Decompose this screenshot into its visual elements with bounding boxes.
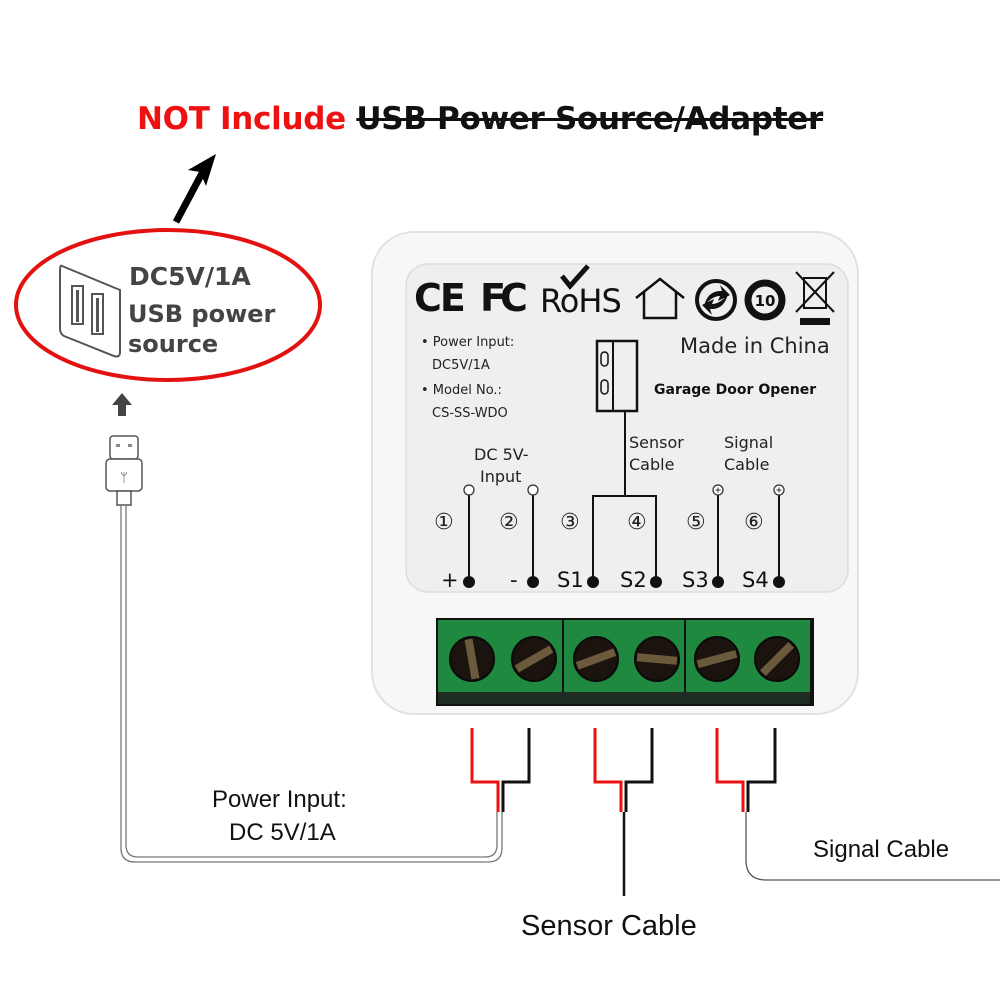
house-icon: [635, 277, 685, 320]
usb-source-spec: DC5V/1A: [129, 262, 251, 291]
recycle-icon: [695, 279, 737, 321]
terminal-3-index: ③: [560, 510, 580, 535]
terminal-2-label: -: [510, 568, 518, 592]
spec-model-label: • Model No.:: [421, 383, 502, 398]
dc-input-label-2: Input: [480, 467, 522, 486]
terminal-screw-icon[interactable]: [754, 636, 800, 682]
arrow-up-right-icon: [172, 154, 216, 224]
door-sensor-icon: [592, 339, 657, 580]
sensor-cable-panel-label-2: Cable: [629, 455, 675, 474]
terminal-6-index: ⑥: [744, 510, 764, 535]
signal-cable-panel-label-1: Signal: [724, 433, 774, 452]
power-input-callout-2: DC 5V/1A: [229, 819, 336, 846]
fcc-mark-icon: FC: [480, 276, 528, 320]
ten-year-eco-icon: 10: [744, 279, 786, 321]
dc-input-label-1: DC 5V-: [474, 445, 529, 464]
spec-model-value: CS-SS-WDO: [432, 406, 508, 421]
terminal-3-label: S1: [557, 568, 584, 592]
svg-text:ᛘ: ᛘ: [120, 471, 128, 486]
power-input-callout-1: Power Input:: [212, 786, 347, 813]
headline-struck-text: USB Power Source/Adapter: [356, 101, 823, 137]
arrow-up-icon: [112, 393, 132, 416]
terminal-4-label: S2: [620, 568, 647, 592]
usb-source-line2: source: [128, 330, 219, 358]
rohs-check-icon: [560, 264, 590, 290]
usb-source-line1: USB power: [128, 300, 276, 328]
terminal-2-index: ②: [499, 510, 519, 535]
signal-cable-panel-label-2: Cable: [724, 455, 770, 474]
device-housing: [371, 231, 859, 715]
terminal-screw-icon[interactable]: [449, 636, 495, 682]
sensor-cable-callout: Sensor Cable: [521, 910, 697, 942]
headline: NOT Include USB Power Source/Adapter: [137, 101, 823, 137]
made-in-label: Made in China: [680, 334, 830, 358]
headline-emphasis: NOT Include: [137, 101, 346, 137]
usb-plug-icon: ᛘ: [105, 435, 143, 506]
rohs-mark-icon: RoHS: [540, 282, 622, 320]
terminal-4-index: ④: [627, 510, 647, 535]
wires: [470, 728, 1000, 896]
panel-terminal-dots: [463, 576, 785, 588]
sensor-cable-panel-label-1: Sensor: [629, 433, 684, 452]
terminal-1-label: +: [441, 568, 459, 592]
usb-source-highlight: [14, 228, 322, 382]
usb-socket-icon: [59, 264, 121, 358]
spec-power-value: DC5V/1A: [432, 358, 490, 373]
terminal-screw-icon[interactable]: [634, 636, 680, 682]
ten-year-label: 10: [755, 292, 776, 310]
weee-bin-icon: [795, 271, 835, 325]
signal-cable-callout: Signal Cable: [813, 836, 950, 863]
usb-cable: [120, 505, 503, 863]
panel-signal-plus-marks: [715, 487, 782, 493]
spec-power-label: • Power Input:: [421, 335, 515, 350]
terminal-screw-icon[interactable]: [573, 636, 619, 682]
terminal-6-label: S4: [742, 568, 769, 592]
terminal-screw-icon[interactable]: [511, 636, 557, 682]
terminal-screws: [449, 636, 800, 682]
panel-terminal-lines: [468, 494, 780, 580]
terminal-1-index: ①: [434, 510, 454, 535]
terminal-screw-icon[interactable]: [694, 636, 740, 682]
ce-mark-icon: CE: [414, 276, 466, 320]
terminal-5-label: S3: [682, 568, 709, 592]
terminal-5-index: ⑤: [686, 510, 706, 535]
panel-terminal-top-circles: [463, 484, 785, 496]
product-name: Garage Door Opener: [654, 382, 817, 398]
